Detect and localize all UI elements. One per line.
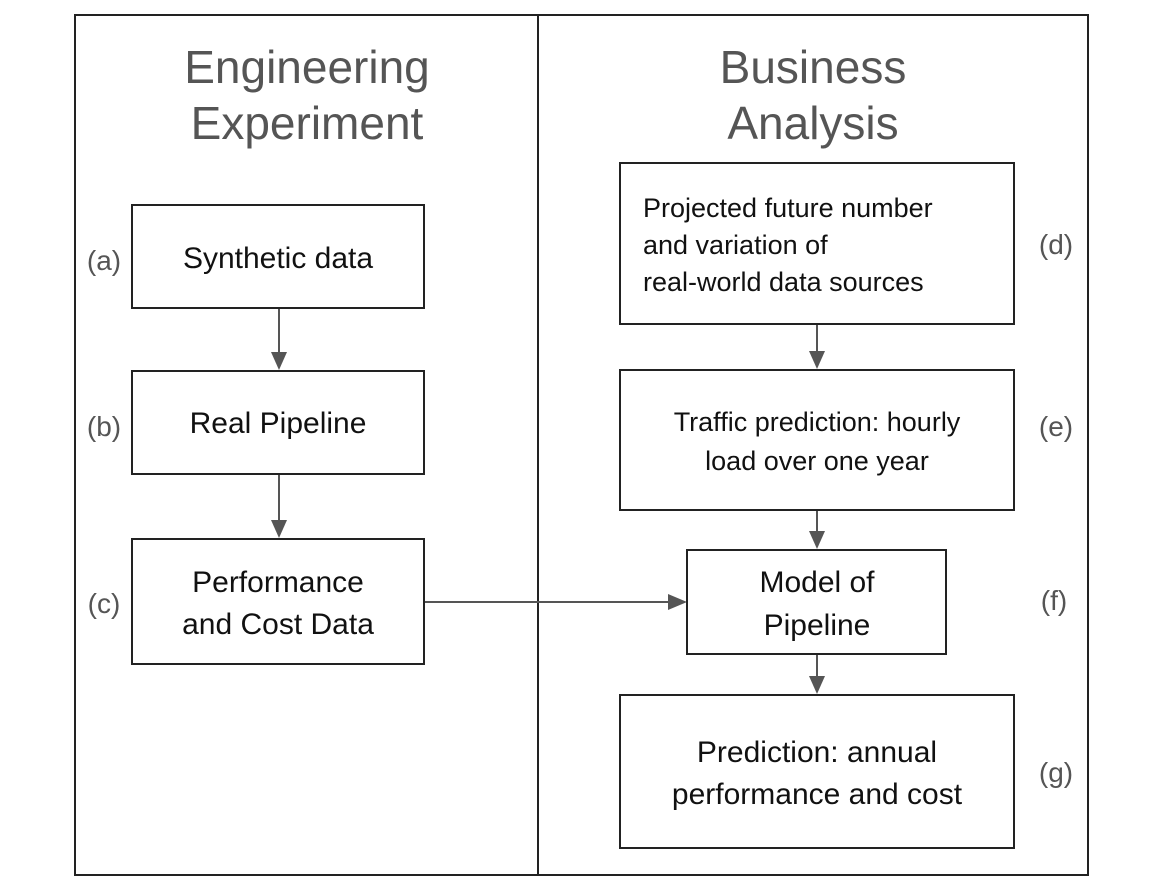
step-label-a: (a) xyxy=(87,245,121,276)
box-annual-prediction xyxy=(619,694,1015,849)
right-column-frame xyxy=(537,14,1089,876)
left-heading-line2: Experiment xyxy=(191,97,424,149)
box-synthetic-data xyxy=(131,204,425,309)
arrow-d-to-e xyxy=(809,324,825,369)
box-a-text: Synthetic data xyxy=(183,242,373,275)
step-label-b: (b) xyxy=(87,411,121,442)
step-label-f: (f) xyxy=(1041,585,1067,616)
arrow-f-to-g xyxy=(809,654,825,694)
box-e-text-line2: load over one year xyxy=(705,446,929,476)
box-d-text-line2: and variation of xyxy=(643,230,828,260)
box-f-text-line2: Pipeline xyxy=(764,609,871,642)
box-f-text-line1: Model of xyxy=(759,566,875,599)
step-label-c: (c) xyxy=(88,588,121,619)
box-e-text-line1: Traffic prediction: hourly xyxy=(674,407,961,437)
arrow-e-to-f xyxy=(809,510,825,549)
box-performance-cost-data xyxy=(131,538,425,665)
left-heading-line1: Engineering xyxy=(184,41,430,93)
arrow-c-to-f xyxy=(425,594,687,610)
right-heading-line1: Business xyxy=(720,41,907,93)
box-g-text-line1: Prediction: annual xyxy=(697,736,937,769)
step-label-e: (e) xyxy=(1039,411,1073,442)
right-heading-line2: Analysis xyxy=(727,97,898,149)
box-g-text-line2: performance and cost xyxy=(672,778,963,811)
box-model-of-pipeline xyxy=(686,549,947,655)
box-traffic-prediction xyxy=(619,369,1015,511)
arrow-b-to-c xyxy=(271,474,287,538)
box-c-text-line1: Performance xyxy=(192,566,364,599)
box-real-pipeline xyxy=(131,370,425,475)
step-label-d: (d) xyxy=(1039,229,1073,260)
box-b-text: Real Pipeline xyxy=(190,407,367,440)
step-label-g: (g) xyxy=(1039,757,1073,788)
arrow-a-to-b xyxy=(271,308,287,370)
box-c-text-line2: and Cost Data xyxy=(182,608,374,641)
box-d-text-line3: real-world data sources xyxy=(643,267,924,297)
box-d-text-line1: Projected future number xyxy=(643,193,933,223)
box-projected-data-sources xyxy=(619,162,1015,325)
